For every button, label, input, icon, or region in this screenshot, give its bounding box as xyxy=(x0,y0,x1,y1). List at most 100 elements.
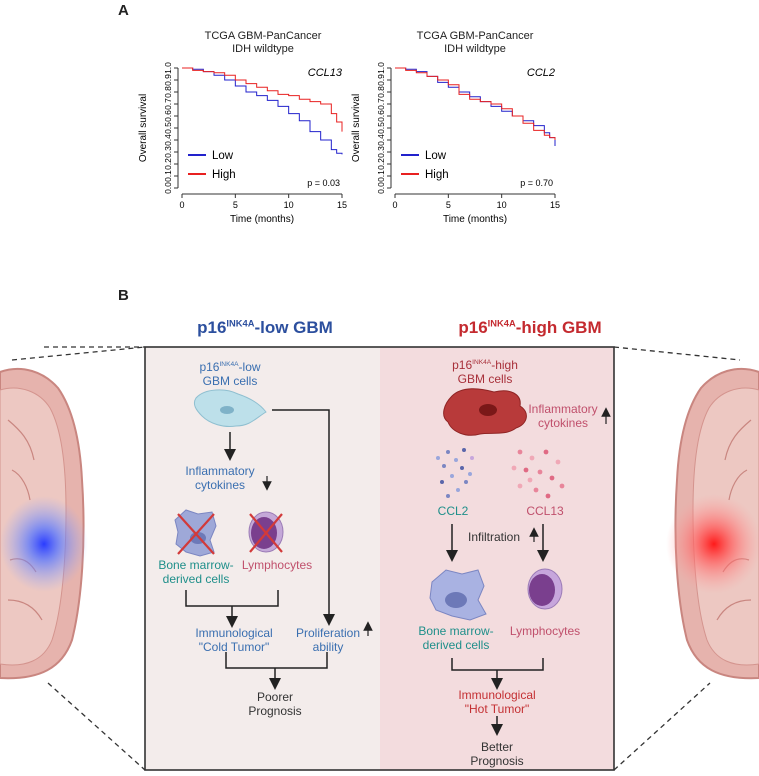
ccl2-dot xyxy=(442,464,446,468)
panel-a-letter: A xyxy=(118,2,129,19)
ccl2-dot xyxy=(470,456,474,460)
y-tick-label: 1.0 xyxy=(376,62,386,74)
low-bone-marrow-label: Bone marrow-derived cells xyxy=(158,558,234,586)
right-brain-illustration xyxy=(666,367,759,680)
y-tick-label: 0.3 xyxy=(163,146,173,158)
cold-tumor-label: Immunological "Cold Tumor" xyxy=(195,626,273,654)
ccl13-dot xyxy=(545,493,551,499)
ccl13-dot xyxy=(529,455,535,461)
y-axis-label: Overall survival xyxy=(351,94,362,162)
ccl13-dot xyxy=(549,475,555,481)
ccl13-dot xyxy=(517,483,523,489)
x-tick-label: 10 xyxy=(497,200,507,210)
km-plot-2-title-line1: TCGA GBM-PanCancer xyxy=(416,30,534,42)
y-tick-label: 0.7 xyxy=(376,98,386,110)
y-tick-label: 0.2 xyxy=(376,158,386,170)
y-tick-label: 0.4 xyxy=(376,134,386,146)
ccl2-label: CCL2 xyxy=(437,504,469,518)
km-plot-2-title: TCGA GBM-PanCancer IDH wildtype xyxy=(390,30,560,56)
x-tick-label: 15 xyxy=(550,200,560,210)
ccl2-dot xyxy=(464,480,468,484)
ccl2-dot xyxy=(440,480,444,484)
ccl2-dot xyxy=(436,456,440,460)
high-gbm-cells-label: p16INK4A-high GBM cells xyxy=(452,358,518,386)
high-lymphocyte-icon xyxy=(527,568,563,610)
y-tick-label: 0.7 xyxy=(163,98,173,110)
y-axis-label: Overall survival xyxy=(138,94,149,162)
y-tick-label: 0.3 xyxy=(376,146,386,158)
low-lymphocytes-label: Lymphocytes xyxy=(241,558,313,572)
ccl13-label: CCL13 xyxy=(526,504,564,518)
ccl2-dots xyxy=(436,448,474,498)
p-value: p = 0.70 xyxy=(520,178,553,188)
gene-label: CCL13 xyxy=(308,67,343,79)
y-tick-label: 0.0 xyxy=(163,182,173,194)
x-tick-label: 0 xyxy=(179,200,184,210)
y-tick-label: 0.2 xyxy=(163,158,173,170)
high-lymphocytes-label: Lymphocytes xyxy=(509,624,581,638)
ccl2-dot xyxy=(454,458,458,462)
left-brain-illustration xyxy=(0,367,88,680)
y-tick-label: 0.1 xyxy=(163,170,173,182)
y-tick-label: 0.9 xyxy=(163,74,173,86)
high-cytokines-label: Inflammatory cytokines xyxy=(528,402,598,430)
x-tick-label: 0 xyxy=(392,200,397,210)
km-plot-2-title-line2: IDH wildtype xyxy=(444,43,506,55)
y-tick-label: 0.8 xyxy=(376,86,386,98)
low-gbm-header: p16INK4A-low GBM xyxy=(197,318,333,337)
x-tick-label: 15 xyxy=(337,200,347,210)
ccl13-dots xyxy=(511,449,565,499)
ccl2-dot xyxy=(460,466,464,470)
low-gbm-cell-icon xyxy=(193,389,267,427)
y-tick-label: 0.5 xyxy=(163,122,173,134)
y-tick-label: 0.4 xyxy=(163,134,173,146)
y-tick-label: 0.6 xyxy=(376,110,386,122)
legend-label: High xyxy=(212,169,236,181)
ccl13-dot xyxy=(559,483,565,489)
high-bone-marrow-cell-icon xyxy=(429,569,487,621)
dashed-line-left-lower xyxy=(47,682,146,771)
ccl2-dot xyxy=(446,494,450,498)
dashed-line-left-upper xyxy=(11,346,146,361)
low-gbm-cells-label: p16INK4A-low GBM cells xyxy=(199,360,261,388)
y-tick-label: 0.9 xyxy=(376,74,386,86)
ccl13-dot xyxy=(517,449,523,455)
ccl13-dot xyxy=(511,465,517,471)
high-survival-curve xyxy=(395,67,556,140)
ccl13-dot xyxy=(533,487,539,493)
km-plot-1-title: TCGA GBM-PanCancer IDH wildtype xyxy=(178,30,348,56)
p-value: p = 0.03 xyxy=(307,178,340,188)
ccl13-dot xyxy=(523,467,529,473)
y-tick-label: 0.1 xyxy=(376,170,386,182)
legend-label: High xyxy=(425,169,449,181)
km-plot-1-title-line1: TCGA GBM-PanCancer xyxy=(204,30,322,42)
high-survival-curve xyxy=(182,67,343,132)
infiltration-label: Infiltration xyxy=(467,530,521,544)
y-tick-label: 0.6 xyxy=(163,110,173,122)
km-plot-1-title-line2: IDH wildtype xyxy=(232,43,294,55)
ccl2-dot xyxy=(450,474,454,478)
x-tick-label: 5 xyxy=(446,200,451,210)
legend-label: Low xyxy=(425,150,447,162)
ccl13-dot xyxy=(527,477,533,483)
dashed-line-right-upper xyxy=(613,346,741,361)
ccl13-dot xyxy=(555,459,561,465)
x-tick-label: 10 xyxy=(284,200,294,210)
ccl13-dot xyxy=(537,469,543,475)
y-tick-label: 0.5 xyxy=(376,122,386,134)
low-cytokines-label: Inflammatory cytokines xyxy=(185,464,255,492)
panel-b-box xyxy=(144,346,615,771)
x-axis-label: Time (months) xyxy=(443,214,507,225)
ccl13-dot xyxy=(543,449,549,455)
proliferation-label: Proliferation ability xyxy=(295,626,361,654)
better-prognosis-label: Better Prognosis xyxy=(470,740,524,768)
x-axis-label: Time (months) xyxy=(230,214,294,225)
ccl2-dot xyxy=(456,488,460,492)
low-panel-background xyxy=(145,347,380,770)
hot-tumor-label: Immunological "Hot Tumor" xyxy=(458,688,536,716)
high-bone-marrow-label: Bone marrow-derived cells xyxy=(418,624,494,652)
legend-label: Low xyxy=(212,150,234,162)
